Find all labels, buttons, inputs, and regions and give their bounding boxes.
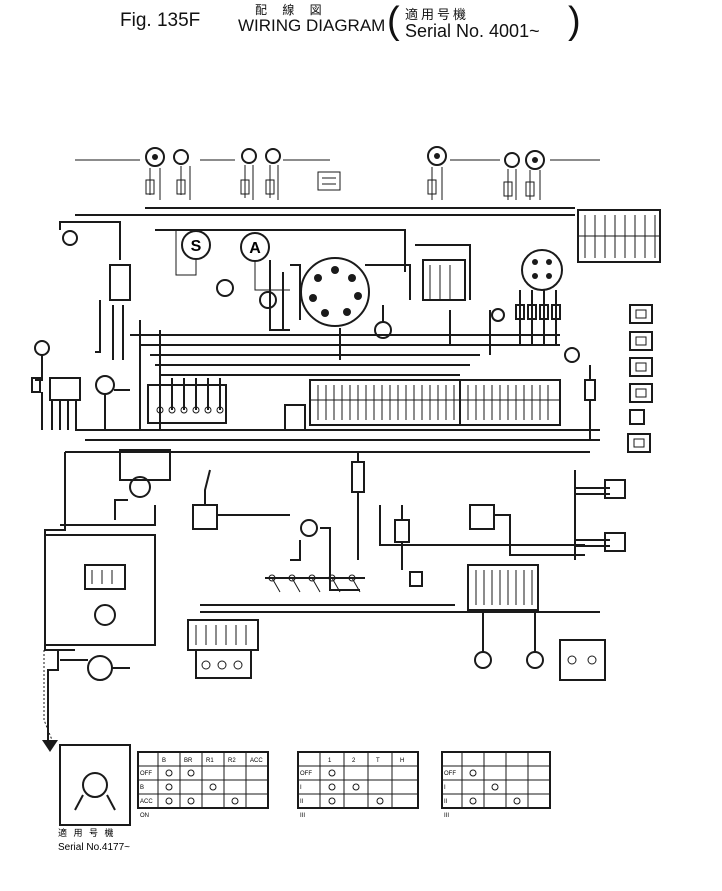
ignition-row-label: OFF <box>140 771 152 777</box>
title-japanese: 配 線 図 <box>255 3 328 17</box>
light-col-label: 2 <box>352 758 356 764</box>
ignition-row-label: B <box>140 785 144 791</box>
ignition-col-label: R2 <box>228 758 236 764</box>
light-col-label: H <box>400 758 404 764</box>
switch-icon <box>491 308 505 322</box>
wiper-row-label: I <box>444 785 446 791</box>
ignition-row-label: ACC <box>140 799 153 805</box>
gauge-a-label: A <box>249 240 261 257</box>
diagram-title: WIRING DIAGRAM <box>238 16 386 35</box>
inset-serial-japanese: 適 用 号 機 <box>58 827 116 838</box>
inset-alternator-icon <box>82 772 108 798</box>
figure-label: Fig. 135F <box>120 10 201 31</box>
ignition-col-label: R1 <box>206 758 214 764</box>
right-middle-connectors <box>574 470 626 560</box>
warning-lamp-icon <box>474 651 492 669</box>
light-col-label: T <box>376 758 380 764</box>
serial-bracket-open: ( <box>387 0 400 42</box>
wiper-row-label: II <box>444 799 448 805</box>
horn-icon-b <box>300 519 318 537</box>
gauge-a: A <box>240 232 290 291</box>
connector-bank-lower <box>200 564 600 613</box>
lamp-icon <box>62 230 78 246</box>
headlamp-right-icon <box>503 150 545 200</box>
inset-serial-number: Serial No.4177~ <box>58 842 130 853</box>
light-row-label: III <box>300 813 305 819</box>
main-harness <box>65 320 600 453</box>
left-loop <box>42 452 75 752</box>
lower-left-box <box>44 534 156 681</box>
lamp-icon-c <box>564 347 580 363</box>
light-row-label: OFF <box>300 771 312 777</box>
ignition-col-label: ACC <box>250 758 263 764</box>
horn-box-icon <box>317 171 341 191</box>
serial-number: Serial No. 4001~ <box>405 21 540 41</box>
connector-icons-right <box>627 304 653 453</box>
arrow-down-icon <box>42 740 58 752</box>
horn-icon <box>95 375 115 395</box>
ignition-row-label: ON <box>140 813 149 819</box>
serial-title-japanese: 適用号機 <box>405 7 470 22</box>
connector-bank-center <box>284 379 561 431</box>
top-lamp-row <box>75 146 600 216</box>
glow-plug-icon <box>259 291 277 309</box>
alternator-icon <box>87 655 113 681</box>
serial-bracket-close: ) <box>568 0 581 42</box>
fuse-row-lower <box>265 574 365 593</box>
light-row-label: II <box>300 799 304 805</box>
fuse-box <box>147 378 227 424</box>
lower-switch-clusters <box>187 612 606 681</box>
inset-diagram <box>59 744 131 826</box>
headlamp-left-icon <box>145 147 191 200</box>
right-upper-section <box>415 244 596 440</box>
relay-icon <box>129 476 151 498</box>
indicator-lamp-icon <box>216 279 234 297</box>
work-lamp-icon <box>34 340 50 356</box>
table-ignition <box>137 751 269 809</box>
table-wiper-switch <box>441 751 551 809</box>
upper-left-section: S A <box>31 221 406 430</box>
starter-relay <box>60 449 290 530</box>
wiper-row-label: OFF <box>444 771 456 777</box>
headlamp-center-icon <box>427 146 447 200</box>
gauge-s: S <box>175 230 211 276</box>
gauge-s-label: S <box>191 238 202 255</box>
front-lamp-icon <box>240 148 281 200</box>
round-connector-right <box>521 249 563 291</box>
light-col-label: 1 <box>328 758 332 764</box>
light-row-label: I <box>300 785 302 791</box>
ignition-switch <box>259 257 411 360</box>
wiper-row-label: III <box>444 813 449 819</box>
ignition-col-label: B <box>162 758 166 764</box>
right-connector-block <box>577 209 661 263</box>
table-light-switch <box>297 751 419 809</box>
ignition-col-label: BR <box>184 758 193 764</box>
stop-lamp-icon <box>526 651 544 669</box>
motor-icon <box>94 604 116 626</box>
center-lower <box>265 452 585 593</box>
